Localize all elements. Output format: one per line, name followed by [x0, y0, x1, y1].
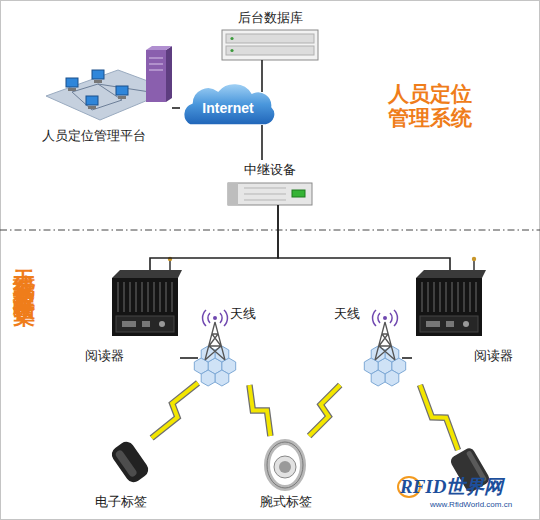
node-label: Internet	[180, 100, 276, 117]
server-bay	[226, 34, 314, 43]
wire-line	[150, 205, 278, 270]
wire-connector	[402, 358, 412, 359]
wire-connector	[150, 205, 278, 270]
relay-indicator	[292, 190, 305, 197]
wire-connector	[180, 358, 198, 359]
reader-node: 阅读器	[412, 270, 522, 365]
node-label: 阅读器	[474, 348, 522, 364]
wire-line	[402, 357, 412, 359]
relay-node: 中继设备	[222, 160, 318, 205]
antenna-tower	[364, 310, 405, 386]
wire-line	[278, 205, 450, 270]
database-node: 后台数据库	[215, 8, 325, 60]
wireless-link	[420, 385, 458, 450]
relay-case	[228, 183, 312, 205]
wireless-link-outline	[420, 385, 458, 450]
electronic-tag	[109, 439, 152, 486]
watermark: RFID世界网	[400, 476, 503, 498]
wireless-link	[152, 383, 198, 438]
wrist-face	[274, 456, 296, 478]
wireless-link-bolt	[309, 385, 340, 436]
wireless-link-bolt	[249, 385, 270, 436]
section-divider	[0, 230, 540, 231]
platform-network	[46, 46, 172, 120]
section-title: 无线覆盖数据收集	[12, 252, 37, 292]
relay-end	[228, 183, 238, 205]
tag-node: 电子标签	[78, 438, 163, 512]
node-label: 天线	[230, 306, 266, 322]
wire-line	[180, 357, 198, 359]
node-label: 后台数据库	[215, 10, 325, 26]
node-label: 人员定位管理平台	[42, 128, 172, 144]
wire-connector	[262, 60, 263, 92]
wire-connector	[262, 125, 263, 160]
wireless-link-outline	[152, 383, 198, 438]
wireless-link-bolt	[152, 383, 198, 438]
wire-connector	[172, 108, 180, 109]
wire-line	[172, 107, 180, 109]
server-led	[230, 37, 233, 40]
relay-device	[228, 183, 312, 205]
node-label: 电子标签	[78, 494, 163, 510]
wire-line	[261, 125, 263, 160]
server-bay	[226, 46, 314, 55]
tower-server-front	[146, 50, 166, 102]
server-case	[222, 30, 318, 60]
wireless-link	[249, 385, 270, 436]
tower-server-top	[146, 46, 172, 50]
tower-server-side	[166, 46, 172, 102]
antenna-tower	[194, 310, 235, 386]
reader-device	[112, 257, 182, 336]
internet-node: Internet	[180, 92, 276, 125]
wire-connector	[278, 205, 450, 270]
pc-monitor	[86, 96, 98, 105]
wrist-band	[267, 442, 303, 488]
server-icon	[222, 30, 318, 60]
wireless-link	[309, 385, 340, 436]
pc-base	[94, 80, 102, 83]
platform-node: 人员定位管理平台	[38, 42, 172, 146]
server-led	[230, 49, 233, 52]
wire-line	[261, 60, 263, 92]
tag-body	[109, 439, 152, 486]
pc-base	[68, 88, 76, 91]
reader-node: 阅读器	[85, 270, 180, 365]
reader-device	[416, 257, 486, 336]
wrist-tag-node: 腕式标签	[250, 436, 322, 512]
watermark-url: www.RfidWorld.com.cn	[430, 500, 512, 509]
wrist-tag	[267, 442, 303, 488]
relay-vents	[244, 188, 286, 200]
pc-monitor	[116, 86, 128, 95]
network-wires	[72, 84, 150, 110]
antenna-node: 天线	[198, 300, 266, 385]
node-label: 天线	[334, 306, 370, 322]
wireless-link-bolt	[420, 385, 458, 450]
node-label: 中继设备	[222, 162, 318, 178]
wrist-center	[279, 461, 291, 473]
pc-base	[88, 106, 96, 109]
tower-server-slots	[149, 58, 163, 70]
antenna-node: 天线	[330, 300, 402, 385]
tag-highlight	[114, 449, 138, 478]
pc-monitor	[66, 78, 78, 87]
pc-monitor	[92, 70, 104, 79]
wrist-band-edge	[267, 442, 303, 488]
system-title: 人员定位 管理系统	[380, 82, 480, 130]
node-label: 腕式标签	[250, 494, 322, 510]
wireless-link-outline	[309, 385, 340, 436]
node-label: 阅读器	[85, 348, 145, 364]
pc-base	[118, 96, 126, 99]
wireless-link-outline	[249, 385, 270, 436]
